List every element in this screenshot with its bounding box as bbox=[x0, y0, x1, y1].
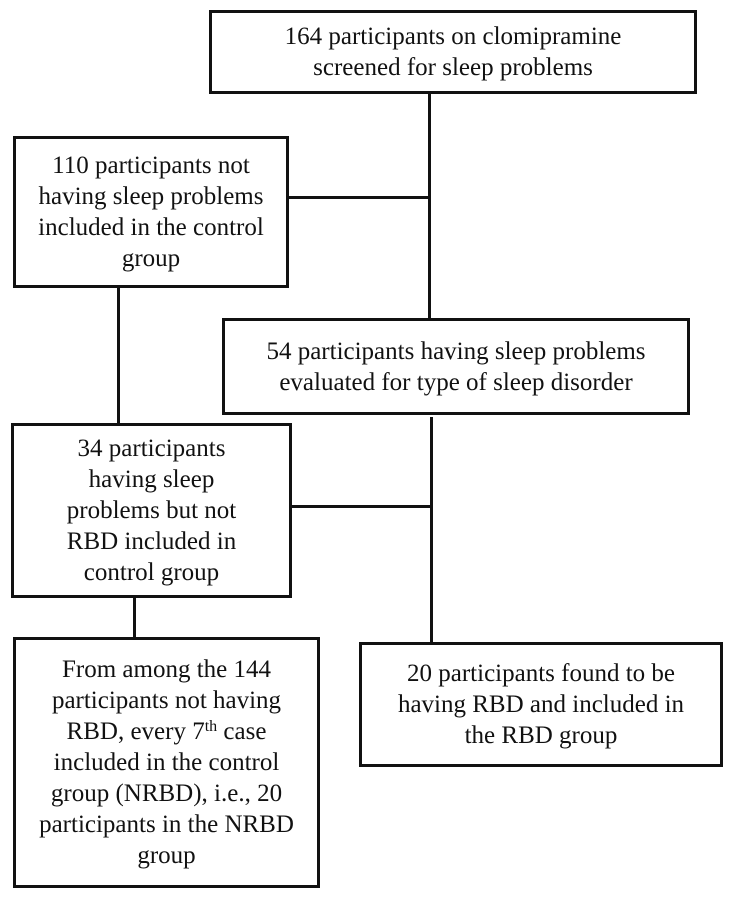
nrbd-text: From among the 144 participants not havi… bbox=[27, 654, 307, 871]
connector-evaluated-trunk bbox=[430, 417, 433, 645]
nrbd-text-end: case included in the control group (NRBD… bbox=[39, 718, 294, 869]
rbd-text: 20 participants found to be having RBD a… bbox=[397, 660, 685, 749]
connector-not-rbd-down bbox=[133, 596, 136, 639]
not-rbd-box: 34 participants having sleep problems bu… bbox=[11, 423, 292, 598]
connector-screened-trunk bbox=[428, 92, 431, 320]
no-sleep-problems-text: 110 participants not having sleep proble… bbox=[38, 152, 264, 272]
connector-to-no-problems bbox=[289, 196, 429, 199]
connector-to-not-rbd bbox=[292, 505, 432, 508]
no-sleep-problems-box: 110 participants not having sleep proble… bbox=[13, 136, 289, 288]
evaluated-text: 54 participants having sleep problems ev… bbox=[266, 337, 646, 396]
nrbd-text-start: From among the 144 participants not havi… bbox=[51, 656, 282, 745]
rbd-box: 20 participants found to be having RBD a… bbox=[359, 642, 723, 767]
evaluated-box: 54 participants having sleep problems ev… bbox=[222, 318, 690, 415]
screened-text: 164 participants on clomipramine screene… bbox=[284, 23, 622, 81]
nrbd-text-superscript: th bbox=[204, 717, 218, 735]
nrbd-box: From among the 144 participants not havi… bbox=[13, 637, 320, 888]
not-rbd-text: 34 participants having sleep problems bu… bbox=[66, 435, 237, 586]
connector-no-problems-down bbox=[117, 287, 120, 425]
screened-box: 164 participants on clomipramine screene… bbox=[209, 10, 697, 94]
